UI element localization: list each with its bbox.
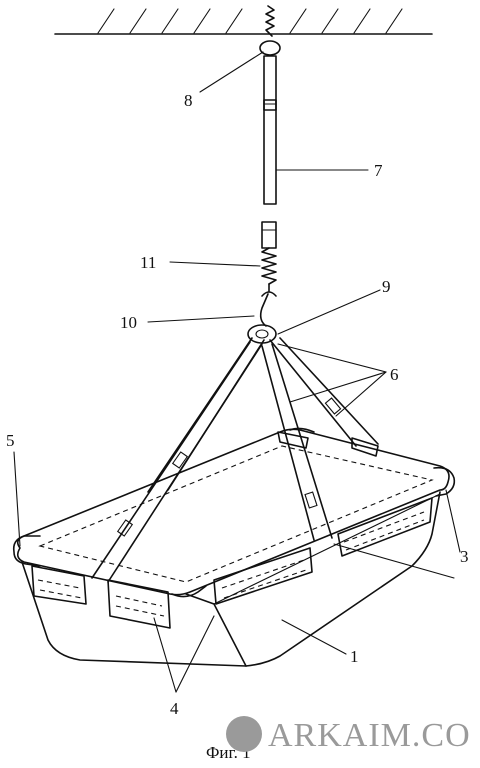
basket-1 bbox=[12, 427, 456, 667]
corner-cap-3 bbox=[433, 466, 456, 497]
label-1: 1 bbox=[350, 647, 359, 666]
watermark-text: ARKAIM.CO bbox=[268, 717, 471, 754]
watermark: ARKAIM.CO bbox=[226, 716, 471, 754]
label-11: 11 bbox=[140, 253, 156, 272]
label-8: 8 bbox=[184, 91, 193, 110]
label-6: 6 bbox=[390, 365, 399, 384]
rod-7 bbox=[261, 55, 277, 249]
spring-11 bbox=[261, 247, 277, 297]
label-7: 7 bbox=[374, 161, 383, 180]
label-3: 3 bbox=[460, 547, 469, 566]
label-4: 4 bbox=[170, 699, 179, 718]
ring-9 bbox=[247, 324, 277, 344]
ceiling-hook bbox=[259, 5, 281, 56]
label-5: 5 bbox=[6, 431, 15, 450]
handles-4 bbox=[31, 431, 433, 629]
label-9: 9 bbox=[382, 277, 391, 296]
watermark-dot bbox=[226, 716, 262, 752]
straps-6 bbox=[91, 337, 379, 583]
ceiling bbox=[54, 8, 433, 35]
leader-lines bbox=[13, 51, 461, 693]
ring-8 bbox=[259, 40, 281, 56]
label-10: 10 bbox=[120, 313, 137, 332]
corner-cap-5 bbox=[12, 535, 41, 567]
carabiner-10 bbox=[247, 293, 277, 344]
